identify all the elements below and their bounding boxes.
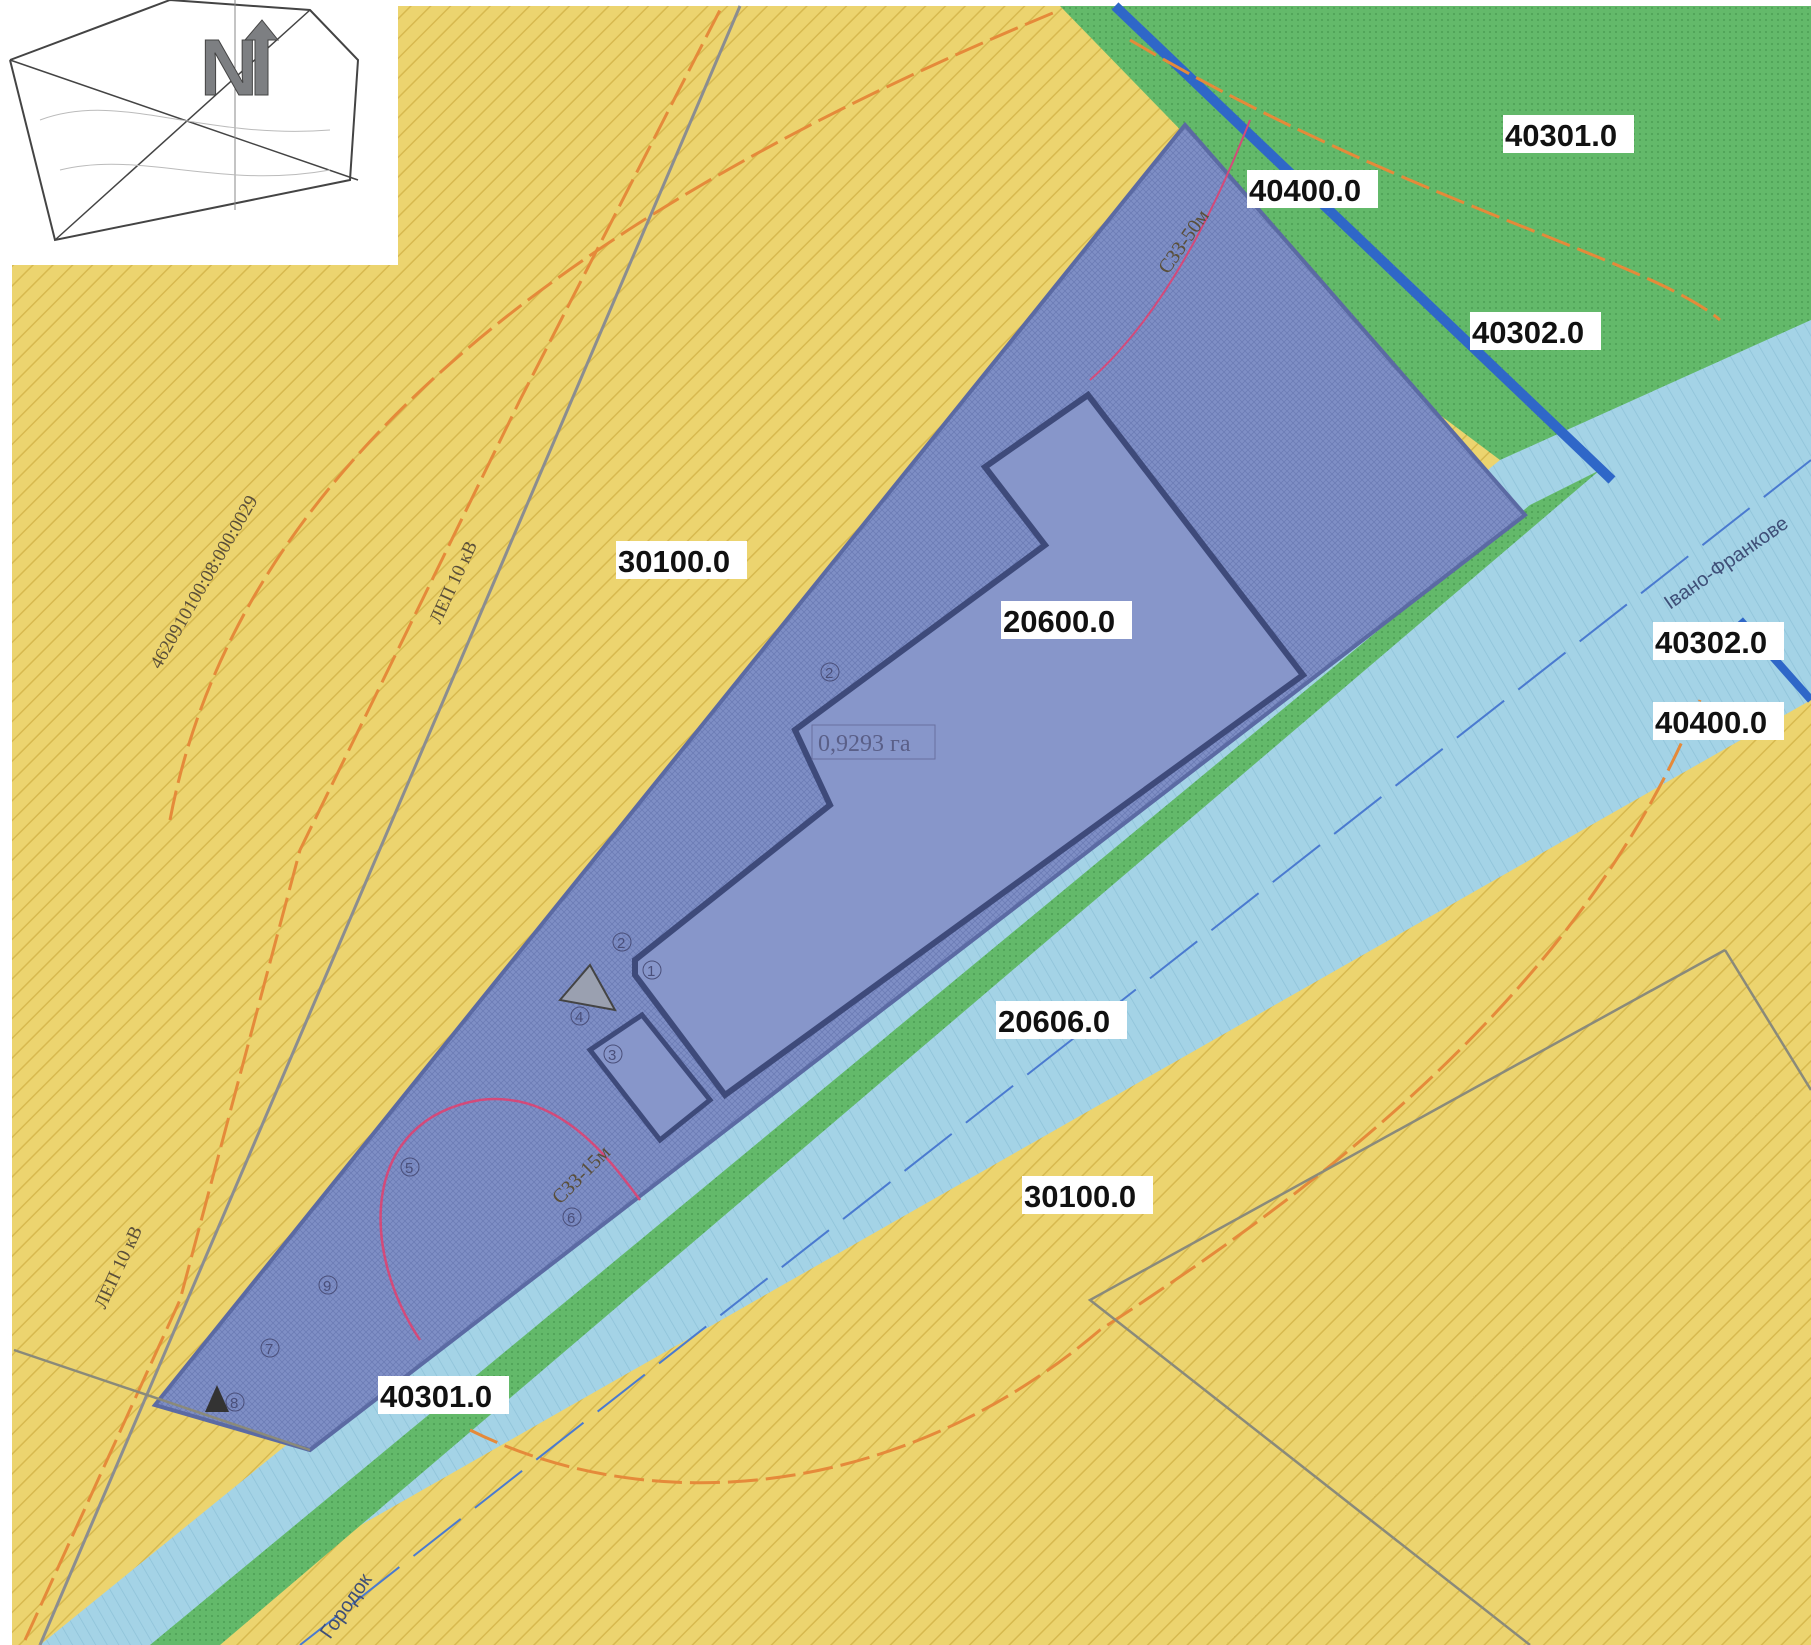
marker-5: 5	[405, 1160, 413, 1177]
zone-label-40301-south: 40301.0	[380, 1379, 492, 1414]
marker-1: 1	[647, 963, 655, 980]
marker-2b: 2	[617, 935, 625, 952]
agricultural-zone-southeast	[560, 700, 1811, 1645]
transmission-line-gray	[38, 5, 742, 1645]
zone-label-30100-south: 30100.0	[1024, 1179, 1136, 1214]
sanitary-zone-15-boundary	[379, 1097, 642, 1341]
marker-2a: 2	[825, 665, 833, 682]
site-markers: 1 2 2 3 4 5 6 7 8 9	[225, 662, 840, 1412]
area-label-box	[811, 724, 936, 760]
small-structure	[558, 963, 617, 1012]
marker-9: 9	[323, 1278, 331, 1295]
marker-3: 3	[608, 1047, 616, 1064]
zone-labels: 30100.0 20600.0 20606.0 30100.0 40400.0 …	[378, 115, 1784, 1414]
north-arrow-icon	[243, 19, 280, 96]
zone-label-40400-north: 40400.0	[1249, 173, 1361, 208]
building-annex	[586, 1011, 714, 1144]
power-line-northeast	[1129, 38, 1721, 322]
power-line-arc-south	[469, 699, 1702, 1485]
zone-label-40400-east: 40400.0	[1655, 705, 1767, 740]
parcel-boundary-lines	[1087, 948, 1726, 1645]
zone-label-20600: 20600.0	[1003, 604, 1115, 639]
marker-8: 8	[230, 1395, 238, 1412]
parcel-boundary-line-2	[1723, 949, 1811, 1091]
road-centerline	[299, 459, 1811, 1645]
parcel-boundary-line-3	[13, 1348, 311, 1452]
triangle-marker-icon	[205, 1385, 229, 1412]
building-main	[632, 390, 1308, 1100]
zone-label-40302-north: 40302.0	[1472, 315, 1584, 350]
marker-7: 7	[265, 1341, 273, 1358]
power-line-arc-west	[168, 8, 1061, 821]
water-canal	[1111, 2, 1616, 484]
zone-label-40302-east: 40302.0	[1655, 625, 1767, 660]
map-white-margin-left	[0, 0, 12, 1645]
marker-4: 4	[575, 1009, 583, 1026]
zone-label-20606: 20606.0	[998, 1004, 1110, 1039]
compass-inset	[0, 0, 398, 265]
zone-label-40301-north: 40301.0	[1505, 118, 1617, 153]
map-white-margin-top	[0, 0, 1811, 6]
sanitary-zone-50-boundary	[1089, 119, 1251, 381]
power-line-west-1	[23, 9, 722, 1641]
marker-6: 6	[567, 1210, 575, 1227]
area-label: 0,9293 га	[818, 731, 911, 757]
zone-label-30100-north: 30100.0	[618, 544, 730, 579]
green-strip-along-road	[150, 470, 1600, 1645]
